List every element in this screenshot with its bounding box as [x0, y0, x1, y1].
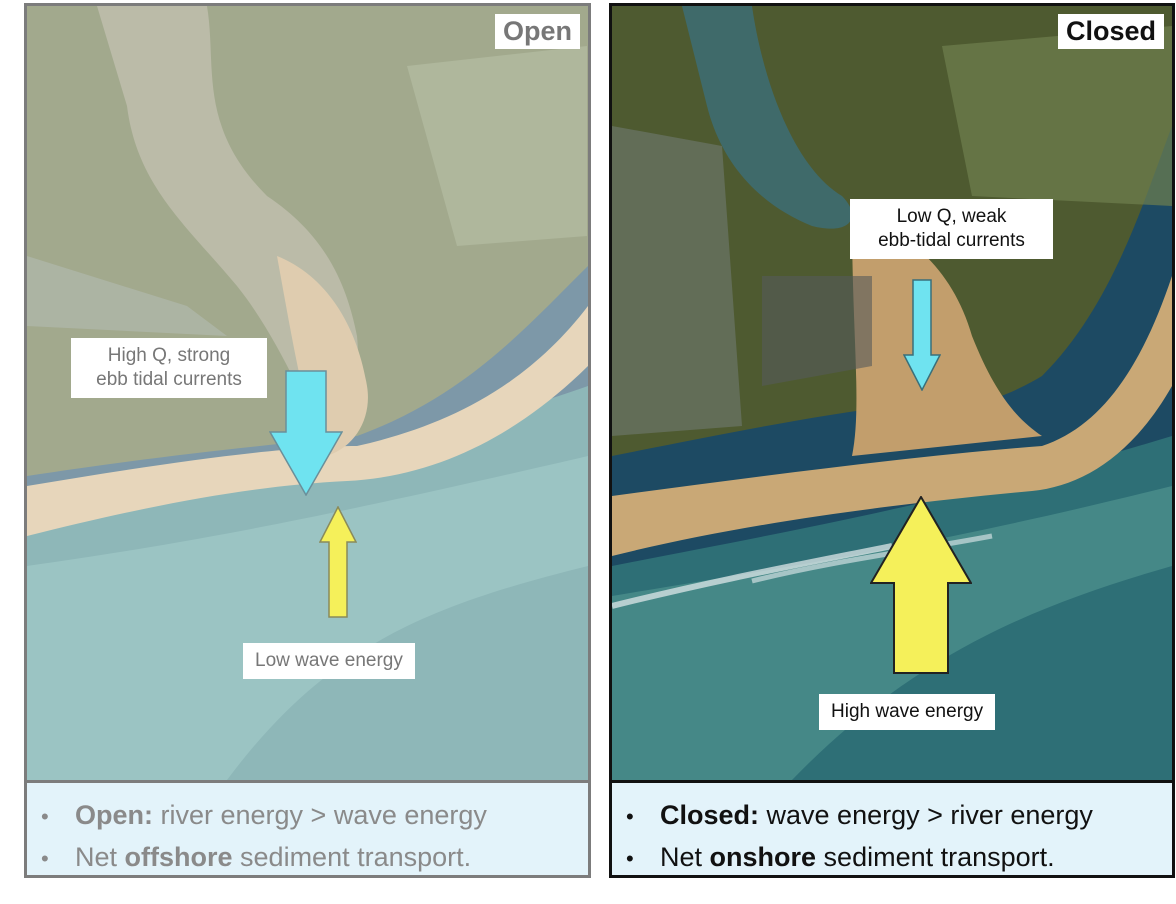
caption-bullet-1: • Closed: wave energy > river energy	[626, 795, 1172, 837]
bullet-2-pre: Net	[75, 842, 125, 872]
bullet-1-text: river energy > wave energy	[153, 800, 487, 830]
caption-bullet-2: • Net offshore sediment transport.	[41, 837, 588, 879]
bullet-2-pre: Net	[660, 842, 710, 872]
caption-bullet-2: • Net onshore sediment transport.	[626, 837, 1172, 879]
caption-bullet-1: • Open: river energy > wave energy	[41, 795, 588, 837]
wave-energy-arrow	[870, 496, 972, 674]
wave-energy-arrow	[319, 506, 357, 618]
bullet-1-bold: Open:	[75, 800, 153, 830]
current-label-line2: ebb-tidal currents	[878, 230, 1025, 251]
ebb-current-arrow	[903, 279, 941, 391]
current-label-line2: ebb tidal currents	[96, 369, 242, 390]
bullet-dot: •	[41, 846, 49, 871]
open-caption: • Open: river energy > wave energy • Net…	[27, 780, 588, 875]
bullet-2-post: sediment transport.	[232, 842, 472, 872]
state-tag: Closed	[1057, 14, 1164, 49]
current-label: Low Q, weak ebb-tidal currents	[850, 199, 1053, 259]
bullet-1-text: wave energy > river energy	[759, 800, 1093, 830]
bullet-dot: •	[626, 804, 634, 829]
current-label-line1: Low Q, weak	[896, 206, 1007, 227]
current-label: High Q, strong ebb tidal currents	[71, 338, 267, 398]
bullet-dot: •	[41, 804, 49, 829]
wave-label: Low wave energy	[243, 643, 415, 679]
bullet-2-post: sediment transport.	[816, 842, 1055, 872]
open-state-panel: Open High Q, strong ebb tidal currents L…	[24, 3, 591, 878]
ebb-current-arrow	[269, 370, 343, 496]
bullet-2-bold: offshore	[124, 842, 233, 872]
bullet-dot: •	[626, 846, 634, 871]
current-label-line1: High Q, strong	[107, 345, 231, 366]
state-tag: Open	[494, 14, 580, 49]
wave-label: High wave energy	[819, 694, 996, 730]
closed-caption: • Closed: wave energy > river energy • N…	[612, 780, 1172, 875]
bullet-1-bold: Closed:	[660, 800, 760, 830]
closed-state-panel: Closed Low Q, weak ebb-tidal currents Hi…	[609, 3, 1175, 878]
bullet-2-bold: onshore	[709, 842, 817, 872]
